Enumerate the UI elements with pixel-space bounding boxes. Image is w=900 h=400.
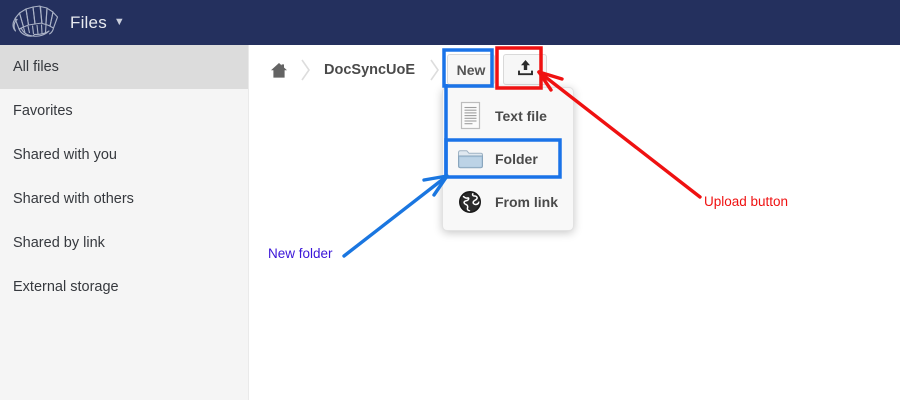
main-content-area: DocSyncUoE New <box>250 45 900 400</box>
menu-item-from-link[interactable]: From link <box>443 180 573 223</box>
sidebar-item-favorites[interactable]: Favorites <box>0 89 248 133</box>
breadcrumb-path[interactable]: DocSyncUoE <box>324 62 416 78</box>
chevron-down-icon[interactable]: ▼ <box>113 16 125 28</box>
annotation-label-upload-button: Upload button <box>704 194 789 209</box>
menu-item-label: Text file <box>495 107 547 124</box>
folder-icon <box>456 144 484 174</box>
new-button[interactable]: New <box>447 54 495 85</box>
menu-item-text-file[interactable]: Text file <box>443 94 573 137</box>
nextcloud-files-logo-icon[interactable] <box>8 2 66 44</box>
menu-item-label: Folder <box>495 150 538 167</box>
new-button-label: New <box>456 61 486 78</box>
sidebar-item-label: Shared with others <box>13 191 134 207</box>
sidebar-item-label: All files <box>13 59 59 75</box>
sidebar-item-label: Shared by link <box>13 235 105 251</box>
sidebar-item-all-files[interactable]: All files <box>0 45 248 89</box>
sidebar-item-label: Favorites <box>13 103 73 119</box>
home-icon[interactable] <box>266 57 292 83</box>
sidebar-navigation: All files Favorites Shared with you Shar… <box>0 45 249 400</box>
menu-item-label: From link <box>495 193 559 210</box>
top-header-bar: Files ▼ <box>0 0 900 45</box>
upload-button[interactable] <box>503 54 547 85</box>
upload-icon <box>516 58 535 82</box>
sidebar-item-label: Shared with you <box>13 147 117 163</box>
globe-icon <box>456 187 484 217</box>
sidebar-item-shared-with-others[interactable]: Shared with others <box>0 177 248 221</box>
app-title[interactable]: Files <box>70 12 107 32</box>
chevron-right-icon <box>421 58 447 82</box>
breadcrumb: DocSyncUoE <box>250 45 447 95</box>
menu-item-folder[interactable]: Folder <box>443 137 573 180</box>
chevron-right-icon <box>292 58 318 82</box>
sidebar-item-shared-with-you[interactable]: Shared with you <box>0 133 248 177</box>
annotation-label-new-folder: New folder <box>268 246 333 261</box>
new-menu-dropdown: Text file Folder <box>442 87 574 231</box>
sidebar-item-label: External storage <box>13 279 119 295</box>
text-file-icon <box>456 101 484 131</box>
sidebar-item-shared-by-link[interactable]: Shared by link <box>0 221 248 265</box>
sidebar-item-external-storage[interactable]: External storage <box>0 265 248 309</box>
